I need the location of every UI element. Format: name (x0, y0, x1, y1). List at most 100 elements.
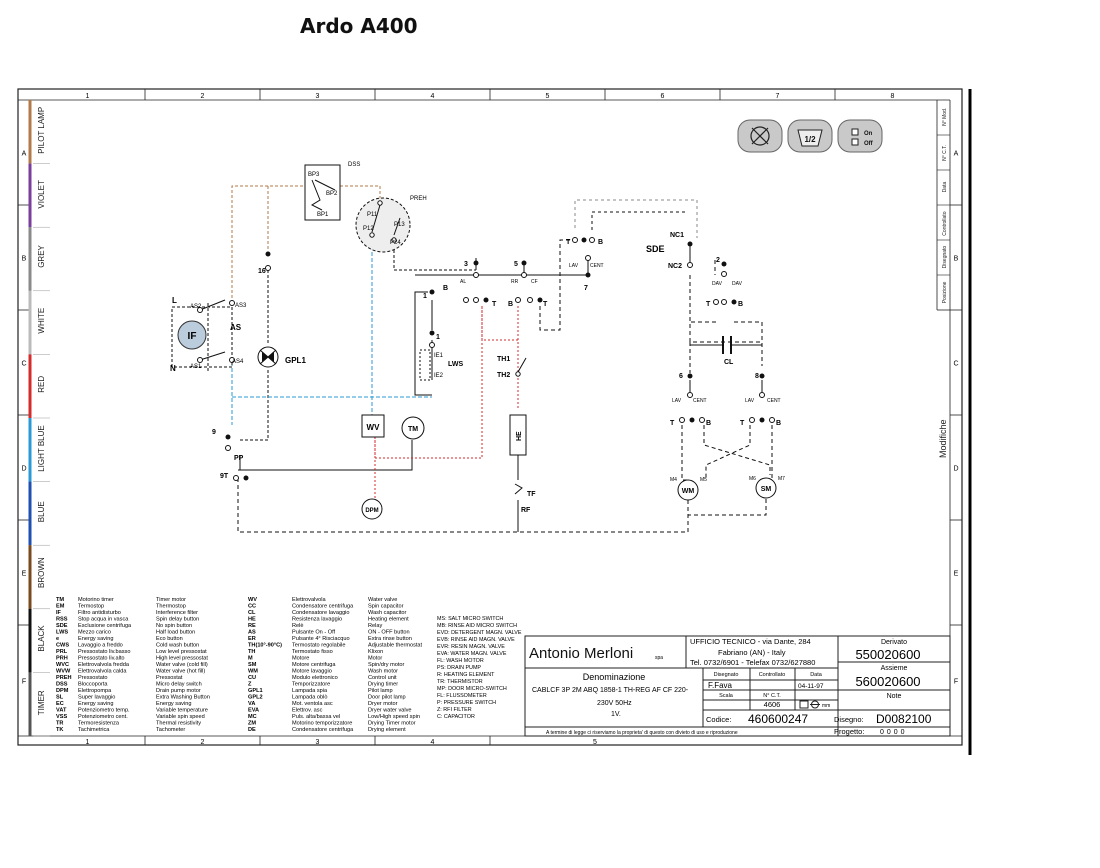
svg-text:LAV: LAV (569, 263, 579, 269)
legend-english: Pressostat (156, 675, 183, 681)
row-label-right: F (954, 679, 958, 686)
svg-text:2: 2 (716, 257, 720, 264)
legend-code: RSS (56, 617, 68, 623)
on-off-button[interactable]: On Off (837, 119, 883, 153)
row-label-right: A (954, 151, 959, 158)
on-off-icon (851, 128, 859, 146)
pressostat-preh: PREH P11 P12 P13 P24 (355, 196, 427, 253)
legend-italian: Pressostato (78, 675, 108, 681)
svg-text:TM: TM (408, 426, 418, 433)
legend-code: CC (248, 604, 256, 610)
legend-english: Variable temperature (156, 708, 208, 714)
svg-text:WM: WM (682, 488, 695, 495)
terminal-pp: 9 PP 9T (212, 429, 249, 481)
legend-code: PRH (56, 656, 68, 662)
svg-text:04-11-97: 04-11-97 (798, 683, 824, 690)
contact-16: 16 (258, 251, 271, 275)
svg-text:LAV: LAV (745, 398, 755, 404)
legend-code: VSS (56, 714, 67, 720)
svg-text:BP2: BP2 (326, 191, 338, 197)
legend-code: CU (248, 675, 256, 681)
legend-english: ON - OFF button (368, 630, 410, 636)
legend-english: Eco button (156, 636, 183, 642)
legend-italian: Motorino temporizzatore (292, 721, 352, 727)
legend-italian: Elettrovalvola calda (78, 669, 127, 675)
svg-text:5: 5 (514, 261, 518, 268)
svg-text:AS: AS (230, 323, 242, 332)
modifiche-label: Modifiche (938, 419, 948, 458)
derivato-value: 550020600 (855, 647, 920, 662)
legend-code: DE (248, 727, 256, 733)
svg-text:9: 9 (212, 429, 216, 436)
svg-text:4606: 4606 (764, 700, 781, 709)
legend-italian: Lampada oblò (292, 695, 327, 701)
column-label: 1 (86, 93, 90, 100)
wire-color-label: TIMER (37, 690, 46, 715)
legend-english: Relay (368, 623, 383, 629)
svg-text:Derivato: Derivato (881, 639, 907, 646)
svg-text:IE2: IE2 (434, 373, 444, 379)
svg-text:CENT: CENT (590, 263, 604, 269)
svg-text:LAV: LAV (672, 398, 682, 404)
legend-italian: Puls. alta/bassa vel (292, 714, 340, 720)
terminal-8: 8 LAV CENT T B (740, 373, 781, 427)
legend-italian: Condensatore lavaggio (292, 610, 350, 616)
svg-text:Assieme: Assieme (881, 665, 908, 672)
svg-text:T: T (543, 301, 548, 308)
legend-italian: Potenziometro cent. (78, 714, 128, 720)
svg-text:NC2: NC2 (668, 263, 682, 270)
legend-code: PRL (56, 649, 68, 655)
legend-italian: Mot. ventola asc (292, 701, 333, 707)
legend-english: Interference filter (156, 610, 198, 616)
legend-code: PREH (56, 675, 72, 681)
legend-note: TR: THERMISTOR (437, 679, 483, 685)
column-label: 2 (201, 93, 205, 100)
svg-text:T: T (670, 420, 675, 427)
svg-text:Note: Note (887, 693, 902, 700)
no-spin-button[interactable] (737, 119, 783, 153)
svg-text:SM: SM (761, 486, 772, 493)
codice-value: 460600247 (748, 712, 808, 726)
legend-english: No spin button (156, 623, 192, 629)
half-load-icon (797, 129, 823, 147)
water-valve-wv: WV (361, 414, 385, 438)
svg-text:NC1: NC1 (670, 232, 684, 239)
row-label-right: E (954, 571, 959, 578)
legend-note: FL: FLUSSOMETER (437, 693, 487, 699)
svg-text:Disegno:: Disegno: (834, 715, 864, 724)
legend-italian: Motore (292, 656, 309, 662)
legend-italian: Super lavaggio (78, 695, 115, 701)
legend-english: Drying element (368, 727, 406, 733)
svg-text:AS4: AS4 (232, 359, 244, 365)
legend-note: EVA: WATER MAGN. VALVE (437, 651, 507, 657)
legend-code: VA (248, 701, 255, 707)
title-block: Antonio Merloni spa UFFICIO TECNICO - vi… (524, 635, 951, 737)
legend-english: Water valve (368, 597, 397, 603)
legend-english: Variable spin speed (156, 714, 205, 720)
margin-field-label: N° Mod. (942, 108, 948, 126)
svg-text:A termine di legge ci riservia: A termine di legge ci riserviamo la prop… (546, 730, 738, 736)
svg-text:GPL1: GPL1 (285, 356, 306, 365)
svg-text:BP1: BP1 (317, 212, 329, 218)
svg-text:CENT: CENT (767, 398, 781, 404)
legend-code: e (56, 636, 59, 642)
legend-code: WVW (56, 669, 71, 675)
legend-english: Extra rinse button (368, 636, 412, 642)
spin-motor-sm: SM M6 M7 (749, 476, 785, 499)
legend-italian: Tachimetrica (78, 727, 110, 733)
legend-english: Extra Washing Button (156, 695, 210, 701)
svg-text:DAV: DAV (712, 281, 723, 287)
interference-filter: IF (171, 306, 233, 368)
legend-english: Adjustable thermostat (368, 643, 423, 649)
half-load-button[interactable]: 1/2 (787, 119, 833, 153)
no-spin-icon (750, 126, 770, 146)
legend-italian: Pressostato liv.basso (78, 649, 130, 655)
svg-text:RF: RF (521, 507, 531, 514)
company-name: Antonio Merloni (529, 645, 633, 662)
drain-pump-dpm: DPM (361, 498, 383, 520)
row-label-left: E (22, 571, 27, 578)
wire-color-label: PILOT LAMP (37, 107, 46, 154)
wash-motor-wm: WM M4 M5 (670, 477, 707, 501)
legend-code: EVA (248, 708, 259, 714)
